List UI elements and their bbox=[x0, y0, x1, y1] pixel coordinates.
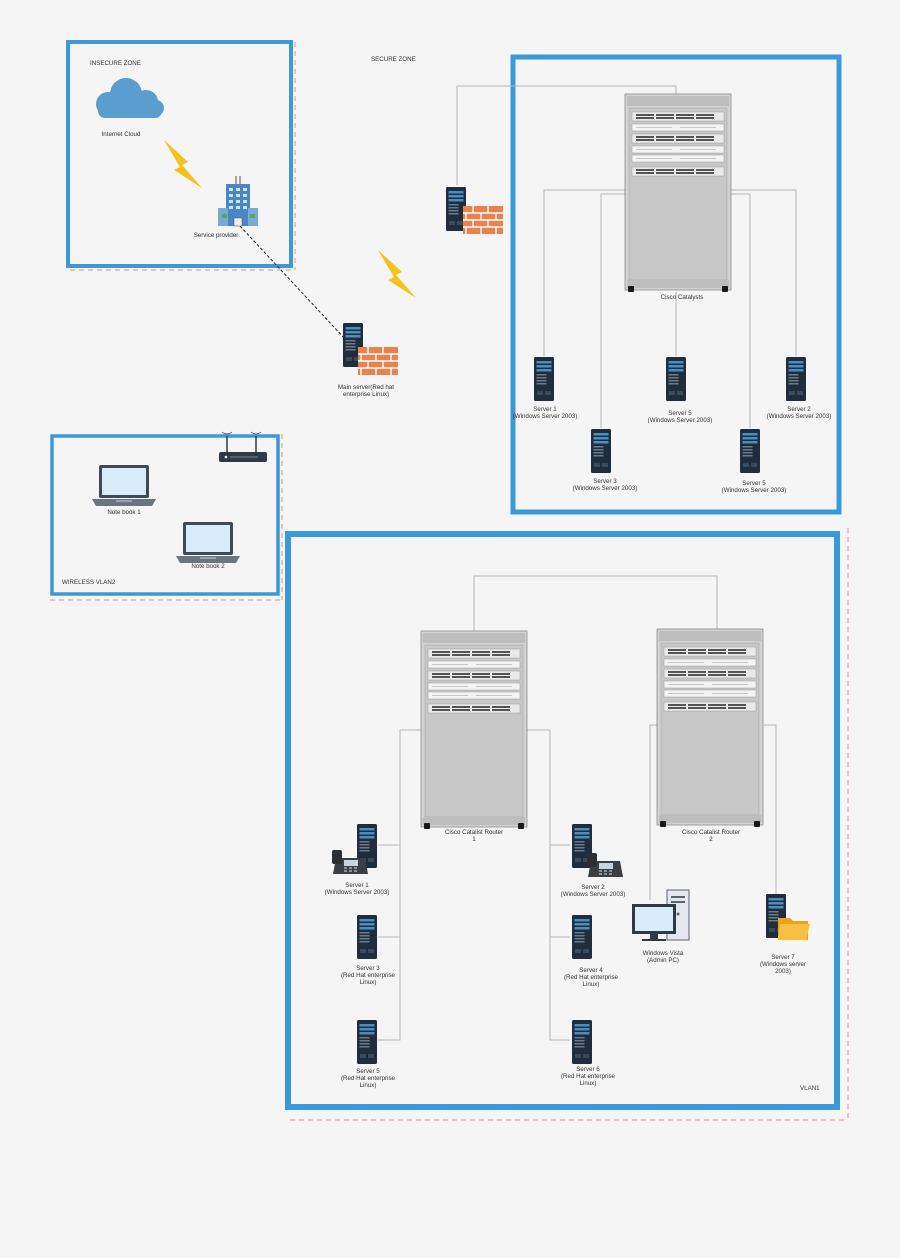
label-line: (Windows Server 2003) bbox=[512, 413, 578, 421]
label-line: (Red Hat enterprise bbox=[341, 972, 395, 980]
notebook-2-icon bbox=[176, 522, 240, 563]
cloud-icon bbox=[96, 78, 164, 118]
connection-lines bbox=[378, 85, 797, 1041]
folder-icon bbox=[778, 918, 810, 940]
label-line: Server 5 bbox=[742, 480, 766, 487]
label-line: Server 1 bbox=[345, 882, 369, 889]
cisco-catalysts-label: Cisco Catalysts bbox=[660, 294, 704, 301]
main-server-label-line1: Main server(Red hat bbox=[337, 384, 395, 391]
admin-pc-label: Windows Vista (Admin PC) bbox=[643, 950, 683, 964]
router-1-rack bbox=[421, 631, 527, 829]
label-line: Server 2 bbox=[581, 884, 605, 891]
secure-server-5b-label: Server 5 (Windows Server 2003) bbox=[722, 480, 787, 494]
label-line: Server 3 bbox=[593, 478, 617, 485]
label-line: (Red Hat enterprise bbox=[564, 974, 618, 982]
lightning-icon bbox=[164, 140, 202, 188]
vlan-server-4-label: Server 4 (Red Hat enterprise Linux) bbox=[564, 967, 618, 988]
admin-pc-icon bbox=[632, 889, 690, 941]
router-1-label: Cisco Catalist Router 1 bbox=[445, 829, 503, 843]
label-line: (Windows Server 2003) bbox=[560, 891, 626, 899]
label-line: Server 2 bbox=[787, 406, 811, 413]
label-line: Server 6 bbox=[576, 1066, 600, 1073]
lightning-icon-2 bbox=[378, 250, 416, 298]
label-line: (Windows Server 2003) bbox=[721, 487, 787, 495]
router-icon bbox=[219, 431, 267, 462]
vlan-server-6-label: Server 6 (Red Hat enterprise Linux) bbox=[561, 1066, 615, 1087]
secure-server-1-label: Server 1 (Windows Server 2003) bbox=[513, 406, 578, 420]
vlan-phone-2-icon bbox=[587, 853, 623, 877]
notebook-1-label: Note book 1 bbox=[107, 509, 141, 516]
label-line: Server 7 bbox=[771, 954, 795, 961]
secure-server-2-icon bbox=[786, 357, 806, 401]
router-2-rack bbox=[657, 629, 763, 827]
internet-cloud-label: Internet Cloud bbox=[101, 131, 141, 138]
label-line: Linux) bbox=[359, 979, 377, 987]
secure-server-2-label: Server 2 (Windows Server 2003) bbox=[767, 406, 832, 420]
label-line: Cisco Catalist Router bbox=[681, 829, 741, 836]
wireless-zone-box bbox=[50, 434, 280, 596]
label-line: (Red Hat enterprise bbox=[341, 1075, 395, 1083]
firewall-brick-icon bbox=[462, 205, 504, 235]
label-line: Windows Vista bbox=[642, 950, 684, 957]
label-line: Server 3 bbox=[356, 965, 380, 972]
service-provider-label: Service provider bbox=[193, 232, 239, 239]
vlan1-zone-label: VLAN1 bbox=[800, 1085, 820, 1092]
building-icon bbox=[218, 176, 258, 227]
label-line: 2003) bbox=[775, 968, 791, 976]
secure-server-1-icon bbox=[534, 357, 554, 401]
secure-zone-label: SECURE ZONE bbox=[371, 56, 416, 63]
main-firewall-brick-icon bbox=[357, 346, 399, 376]
vlan-server-2-label: Server 2 (Windows Server 2003) bbox=[561, 884, 626, 898]
label-line: Linux) bbox=[359, 1082, 377, 1090]
vlan-server-1-label: Server 1 (Windows Server 2003) bbox=[325, 882, 390, 896]
label-line: Server 5 bbox=[356, 1068, 380, 1075]
main-server-label: Main server(Red hat enterprise Linux) bbox=[338, 384, 394, 398]
label-line: Cisco Catalist Router bbox=[444, 829, 504, 836]
cisco-catalysts-rack bbox=[625, 94, 731, 292]
dashed-zone-outlines bbox=[50, 42, 849, 1121]
vlan-server-4-icon bbox=[572, 915, 592, 959]
label-line: (Windows server bbox=[759, 961, 807, 969]
notebook-1-icon bbox=[92, 465, 156, 506]
label-line: (Windows Server 2003) bbox=[324, 889, 390, 897]
vlan-server-5-label: Server 5 (Red Hat enterprise Linux) bbox=[341, 1068, 395, 1089]
label-line: 2 bbox=[709, 836, 713, 844]
label-line: (Windows Server 2003) bbox=[766, 413, 832, 421]
main-server-label-line2: enterprise Linux) bbox=[342, 391, 390, 399]
label-line: (Windows Server 2003) bbox=[572, 485, 638, 493]
vlan-server-3-icon bbox=[357, 915, 377, 959]
vlan-server-6-icon bbox=[572, 1020, 592, 1064]
secure-server-3-icon bbox=[591, 429, 611, 473]
insecure-zone-label: INSECURE ZONE bbox=[90, 60, 141, 67]
vlan-server-7-label: Server 7 (Windows server 2003) bbox=[760, 954, 806, 975]
secure-server-5a-label: Server 5 (Windows Server 2003) bbox=[648, 410, 713, 424]
label-line: Linux) bbox=[579, 1080, 597, 1088]
wireless-zone-label: WIRELESS VLAN2 bbox=[62, 579, 116, 586]
secure-zone-box bbox=[510, 54, 842, 515]
label-line: (Red Hat enterprise bbox=[561, 1073, 615, 1081]
label-line: 1 bbox=[472, 836, 476, 844]
label-line: Server 4 bbox=[579, 967, 603, 974]
router-2-label: Cisco Catalist Router 2 bbox=[682, 829, 740, 843]
insecure-zone-box bbox=[66, 40, 293, 268]
label-line: (Admin PC) bbox=[647, 957, 679, 965]
label-line: Server 5 bbox=[668, 410, 692, 417]
secure-server-5b-icon bbox=[740, 429, 760, 473]
dashed-link bbox=[239, 225, 347, 341]
vlan-server-5-icon bbox=[357, 1020, 377, 1064]
label-line: (Windows Server 2003) bbox=[647, 417, 713, 425]
label-line: Linux) bbox=[582, 981, 600, 989]
vlan1-zone-box bbox=[285, 531, 840, 1110]
secure-server-5a-icon bbox=[666, 357, 686, 401]
secure-server-3-label: Server 3 (Windows Server 2003) bbox=[573, 478, 638, 492]
notebook-2-label: Note book 2 bbox=[191, 563, 225, 570]
label-line: Server 1 bbox=[533, 406, 557, 413]
vlan-server-3-label: Server 3 (Red Hat enterprise Linux) bbox=[341, 965, 395, 986]
